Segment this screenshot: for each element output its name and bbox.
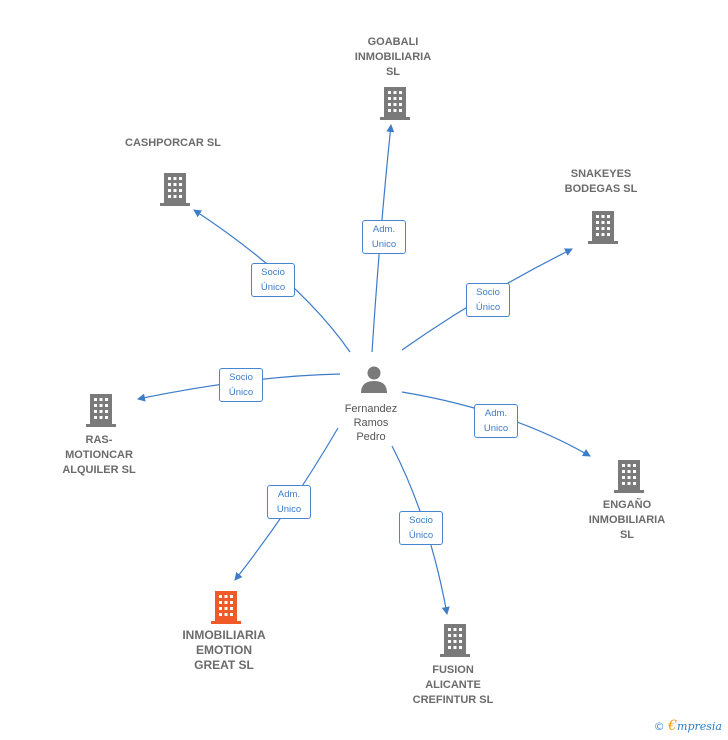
building-icon[interactable] — [211, 591, 241, 624]
company-label-ras[interactable]: RAS- MOTIONCAR ALQUILER SL — [62, 434, 136, 476]
edge-label-cashporcar[interactable]: Socio Único — [251, 263, 295, 297]
building-icon[interactable] — [380, 87, 410, 120]
brand-name: mpresia — [677, 720, 722, 733]
edge-label-ras[interactable]: Socio Único — [219, 368, 263, 402]
building-icon[interactable] — [440, 624, 470, 657]
company-label-fusion[interactable]: FUSION ALICANTE CREFINTUR SL — [412, 664, 494, 706]
company-label-goabali[interactable]: GOABALI INMOBILIARIA SL — [354, 36, 432, 78]
person-name[interactable]: Fernandez Ramos Pedro — [344, 403, 398, 443]
empresia-logo[interactable]: © €mpresia — [654, 718, 722, 734]
edge-label-engano[interactable]: Adm. Unico — [474, 404, 518, 438]
person-icon[interactable] — [361, 366, 387, 394]
company-label-emotion[interactable]: INMOBILIARIA EMOTION GREAT SL — [182, 628, 266, 672]
company-label-snakeyes[interactable]: SNAKEYES BODEGAS SL — [564, 168, 638, 195]
copyright-symbol: © — [653, 720, 665, 733]
edge-label-goabali[interactable]: Adm. Unico — [362, 220, 406, 254]
edge-label-snakeyes[interactable]: Socio Único — [466, 283, 510, 317]
building-icon[interactable] — [86, 394, 116, 427]
company-label-cashporcar[interactable]: CASHPORCAR SL — [125, 137, 221, 149]
building-icon[interactable] — [614, 460, 644, 493]
building-icon[interactable] — [588, 211, 618, 244]
edge-label-fusion[interactable]: Socio Único — [399, 511, 443, 545]
company-label-engano[interactable]: ENGAÑO INMOBILIARIA SL — [588, 499, 666, 541]
building-icon[interactable] — [160, 173, 190, 206]
edge-label-emotion[interactable]: Adm. Unico — [267, 485, 311, 519]
brand-initial: € — [668, 718, 678, 734]
